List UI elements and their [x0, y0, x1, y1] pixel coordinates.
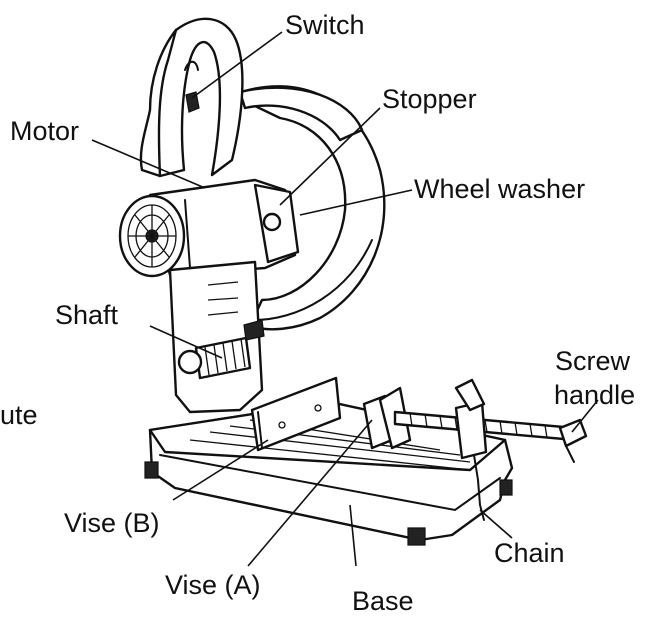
vise-a-assembly: [362, 378, 588, 521]
screw-handle-label-line1: Screw: [555, 346, 631, 376]
cut-off-label-fragment: ute: [0, 400, 38, 430]
stopper-leader: [279, 107, 381, 206]
wheel-washer-label: Wheel washer: [414, 174, 586, 204]
motor: [118, 178, 300, 278]
base-body: [144, 400, 514, 546]
switch-label: Switch: [285, 10, 365, 40]
arm-housing: [168, 260, 265, 414]
screw-handle-label-line2: handle: [554, 380, 636, 410]
vise-b-fence: [250, 376, 342, 452]
screw-handle-leader: [571, 399, 599, 433]
chain-label: Chain: [494, 538, 565, 568]
leader-lines: [91, 31, 599, 567]
base-leader: [349, 504, 357, 567]
shaft-leader: [149, 325, 223, 359]
wheel-washer-leader: [299, 189, 413, 216]
vise-b-leader: [172, 439, 269, 501]
switch-leader: [191, 31, 283, 99]
vise-a-label: Vise (A): [165, 570, 261, 600]
stopper-label: Stopper: [382, 84, 477, 114]
chain-leader: [479, 509, 513, 539]
motor-label: Motor: [10, 116, 80, 146]
blade-guard: [230, 85, 386, 331]
motor-leader: [91, 139, 206, 189]
vise-b-label: Vise (B): [64, 508, 160, 538]
handle: [139, 17, 244, 178]
shaft-label: Shaft: [55, 300, 119, 330]
vise-a-leader: [247, 419, 373, 567]
base-label: Base: [352, 586, 414, 616]
